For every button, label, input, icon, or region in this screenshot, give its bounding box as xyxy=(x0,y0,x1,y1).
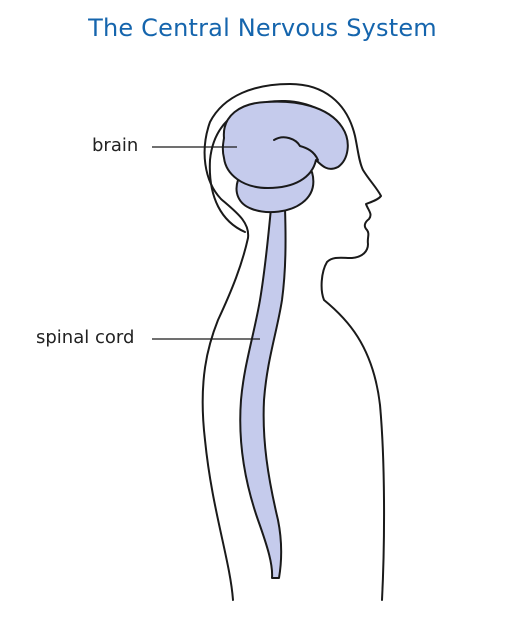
brain-label: brain xyxy=(92,135,139,156)
diagram-title: The Central Nervous System xyxy=(88,14,437,42)
brain-fold-line xyxy=(273,136,319,161)
brain-shape xyxy=(221,100,349,189)
body-outline xyxy=(201,83,386,601)
spinal-cord-label: spinal cord xyxy=(36,327,135,348)
spinal-cord-shape xyxy=(239,207,287,579)
